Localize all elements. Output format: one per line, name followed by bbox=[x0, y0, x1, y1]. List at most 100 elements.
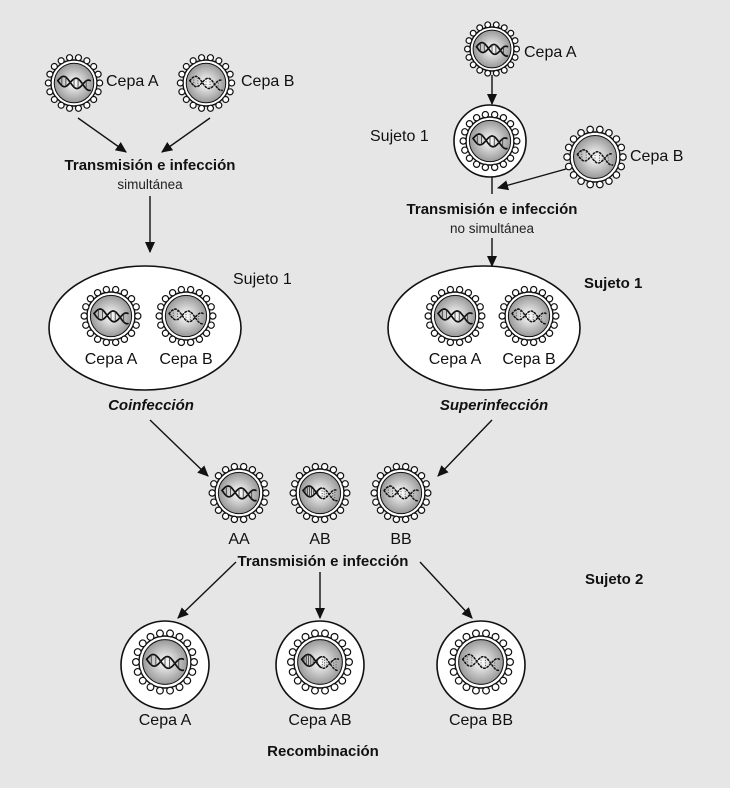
out-strain-ab-label: Cepa AB bbox=[288, 712, 351, 729]
virus-spike bbox=[462, 632, 471, 641]
virus-spike bbox=[463, 45, 471, 53]
virus-spike bbox=[461, 146, 469, 154]
virus-spike bbox=[127, 329, 136, 337]
virus-spike bbox=[338, 676, 347, 685]
virus-spike bbox=[513, 137, 521, 145]
virus-core bbox=[185, 62, 227, 104]
dotted-double-helix-icon bbox=[383, 485, 419, 500]
virus-particle-icon bbox=[563, 125, 627, 189]
virus-spike bbox=[207, 303, 215, 311]
virus-spike bbox=[330, 683, 339, 692]
virus-spike bbox=[177, 338, 186, 347]
virus-spike bbox=[74, 104, 83, 112]
virus-spike bbox=[538, 335, 547, 343]
virus-core bbox=[164, 294, 208, 338]
virus-spike bbox=[291, 498, 299, 506]
virus-spike bbox=[260, 498, 268, 506]
virus-spike bbox=[484, 21, 492, 29]
virus-spike bbox=[465, 37, 473, 45]
virus-spike bbox=[166, 686, 175, 695]
virus-spike bbox=[132, 321, 140, 329]
virus-particle-icon bbox=[155, 285, 217, 347]
out-strain-bb-label: Cepa BB bbox=[449, 712, 513, 729]
virus-spike bbox=[563, 153, 571, 161]
virus-spike bbox=[417, 506, 426, 514]
dotted-double-helix-icon bbox=[168, 308, 204, 323]
arrows bbox=[77, 75, 567, 620]
virus-spike bbox=[504, 667, 513, 676]
virus-spike bbox=[341, 498, 349, 506]
virus-spike bbox=[586, 125, 595, 134]
virus-particle-icon bbox=[370, 462, 432, 524]
virus-spike bbox=[295, 472, 304, 480]
virus-spike bbox=[345, 658, 354, 666]
virus-spike bbox=[74, 54, 83, 62]
virus-spike bbox=[376, 472, 385, 480]
right-subject-top-label: Sujeto 1 bbox=[370, 128, 429, 145]
virus-spike bbox=[183, 639, 192, 648]
virus-spike bbox=[82, 303, 90, 311]
virus-spike bbox=[226, 88, 234, 96]
arrow-to-out-a bbox=[177, 561, 237, 619]
left-subject-label: Sujeto 1 bbox=[233, 271, 292, 288]
virus-spike bbox=[206, 54, 215, 62]
virus-spike bbox=[214, 472, 223, 480]
virus-spike bbox=[178, 88, 186, 96]
virus-spike bbox=[507, 61, 515, 69]
virus-particles bbox=[44, 21, 627, 695]
virus-spike bbox=[202, 295, 211, 303]
virus-spike bbox=[465, 53, 473, 61]
left-strain-a-label: Cepa A bbox=[106, 73, 159, 90]
virus-spike bbox=[311, 515, 320, 524]
virus-spike bbox=[500, 321, 508, 329]
virus-spike bbox=[93, 335, 102, 343]
virus-spike bbox=[90, 62, 98, 71]
virus-spike bbox=[186, 338, 195, 347]
virus-spike bbox=[500, 24, 508, 32]
virus-spike bbox=[461, 128, 469, 136]
virus-spike bbox=[504, 329, 513, 337]
virus-spike bbox=[383, 512, 392, 520]
virus-spike bbox=[222, 95, 230, 104]
virus-spike bbox=[500, 66, 508, 74]
virus-spike bbox=[133, 648, 142, 657]
virus-spike bbox=[472, 160, 481, 168]
virus-spike bbox=[111, 285, 120, 294]
virus-spike bbox=[454, 676, 463, 685]
virus-spike bbox=[422, 480, 430, 488]
virus-spike bbox=[550, 303, 558, 311]
left-transmission-sub-label: simultánea bbox=[117, 177, 183, 192]
virus-spike bbox=[248, 512, 257, 520]
virus-spike bbox=[177, 285, 186, 294]
virus-spike bbox=[102, 338, 111, 347]
virus-spike bbox=[168, 289, 177, 297]
virus-spike bbox=[202, 329, 211, 337]
virus-spike bbox=[454, 639, 463, 648]
virus-spike bbox=[392, 462, 401, 471]
virus-spike bbox=[446, 285, 455, 294]
virus-spike bbox=[93, 289, 102, 297]
virus-spike bbox=[301, 683, 310, 692]
virus-spike bbox=[293, 676, 302, 685]
bb-label: BB bbox=[390, 531, 411, 548]
virus-spike bbox=[449, 648, 458, 657]
coinfection-label: Coinfección bbox=[108, 397, 194, 414]
virus-spike bbox=[157, 321, 165, 329]
virus-core bbox=[458, 639, 504, 685]
virus-spike bbox=[372, 480, 380, 488]
virus-core bbox=[298, 471, 342, 515]
virus-spike bbox=[120, 335, 129, 343]
virus-spike bbox=[529, 338, 538, 347]
virus-spike bbox=[511, 335, 520, 343]
virus-spike bbox=[302, 466, 311, 474]
virus-spike bbox=[343, 667, 352, 676]
virus-spike bbox=[302, 512, 311, 520]
virus-spike bbox=[188, 667, 197, 676]
virus-spike bbox=[484, 69, 492, 77]
virus-spike bbox=[612, 171, 621, 179]
virus-spike bbox=[459, 137, 467, 145]
virus-spike bbox=[183, 676, 192, 685]
virus-spike bbox=[336, 506, 345, 514]
virus-spike bbox=[499, 160, 508, 168]
virus-spike bbox=[166, 629, 175, 638]
